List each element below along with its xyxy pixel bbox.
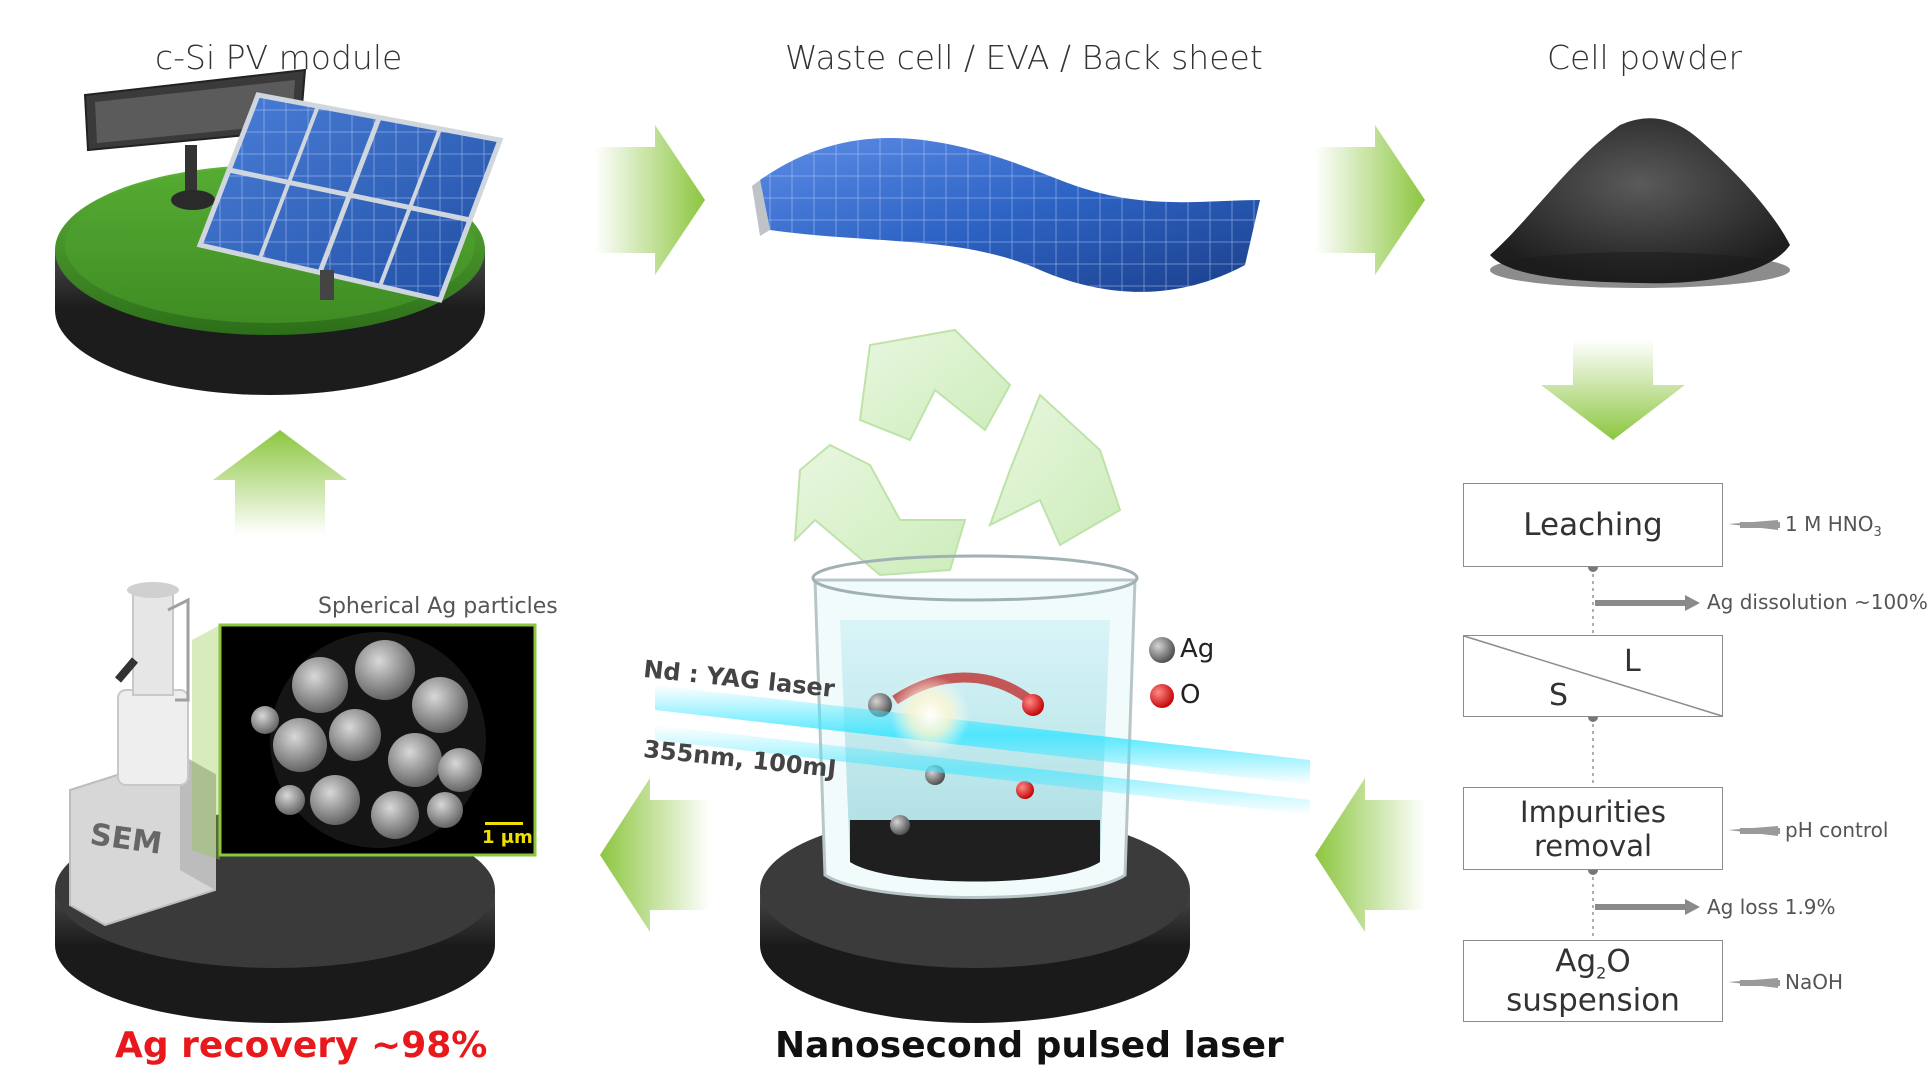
laser-caption: Nanosecond pulsed laser [775, 1025, 1284, 1066]
separation-diagonal [1463, 635, 1723, 717]
scale-label: 1 μm [482, 827, 533, 848]
liquid-label: L [1624, 644, 1641, 679]
solar-panel-icon [55, 68, 504, 395]
o-atom-legend-icon [1150, 684, 1174, 708]
reagent-arrows [1728, 520, 1780, 988]
ag-sphere [251, 706, 279, 734]
arrow-powder-to-leaching [1541, 340, 1685, 440]
ag-sphere [438, 748, 482, 792]
ag-sphere [371, 791, 419, 839]
solid-label: S [1549, 678, 1569, 713]
loss-note: Ag loss 1.9% [1707, 895, 1836, 919]
impurities-label: Impurities removal [1520, 794, 1666, 863]
legend-o-label: O [1180, 680, 1201, 710]
impurities-box: Impurities removal [1463, 787, 1723, 870]
leaching-reagent: 1 M HNO3 [1785, 512, 1882, 540]
ag-sphere [329, 709, 381, 761]
separation-box: S L [1463, 635, 1723, 717]
dissolution-note: Ag dissolution ~100% [1707, 590, 1928, 614]
arrow-sem-to-module [213, 430, 347, 535]
ag-sphere [273, 718, 327, 772]
output-arrows [1595, 595, 1700, 915]
ag-sphere [427, 792, 463, 828]
leaching-box: Leaching [1463, 483, 1723, 567]
sem-inset-title: Spherical Ag particles [318, 594, 558, 619]
recovery-result: Ag recovery ~98% [115, 1025, 488, 1066]
suspension-reagent: NaOH [1785, 970, 1843, 994]
module-title: c-Si PV module [155, 38, 403, 77]
ag-sphere [412, 677, 468, 733]
arrow-waste-to-powder [1315, 125, 1425, 275]
arrow-module-to-waste [595, 125, 705, 275]
arrow-suspension-to-laser [1315, 778, 1425, 932]
ag-spheres [251, 640, 482, 839]
ag-sphere [292, 657, 348, 713]
ag-sphere [275, 785, 305, 815]
powder-pile-icon [1490, 118, 1790, 288]
ag-atom-legend-icon [1149, 637, 1175, 663]
ag-sphere [388, 733, 442, 787]
waste-sheet-icon [752, 138, 1260, 292]
powder-title: Cell powder [1547, 38, 1743, 77]
recycle-icon [793, 328, 1122, 577]
laser-beam [655, 675, 1310, 815]
ag-sphere [310, 775, 360, 825]
arrow-laser-to-sem [600, 778, 710, 932]
ag-sphere [355, 640, 415, 700]
waste-title: Waste cell / EVA / Back sheet [785, 38, 1263, 77]
suspension-label: Ag2O suspension [1506, 943, 1680, 1019]
scale-bar [485, 822, 523, 825]
leaching-label: Leaching [1523, 507, 1663, 543]
legend-ag-label: Ag [1180, 634, 1215, 664]
impurities-reagent: pH control [1785, 818, 1889, 842]
suspension-box: Ag2O suspension [1463, 940, 1723, 1022]
